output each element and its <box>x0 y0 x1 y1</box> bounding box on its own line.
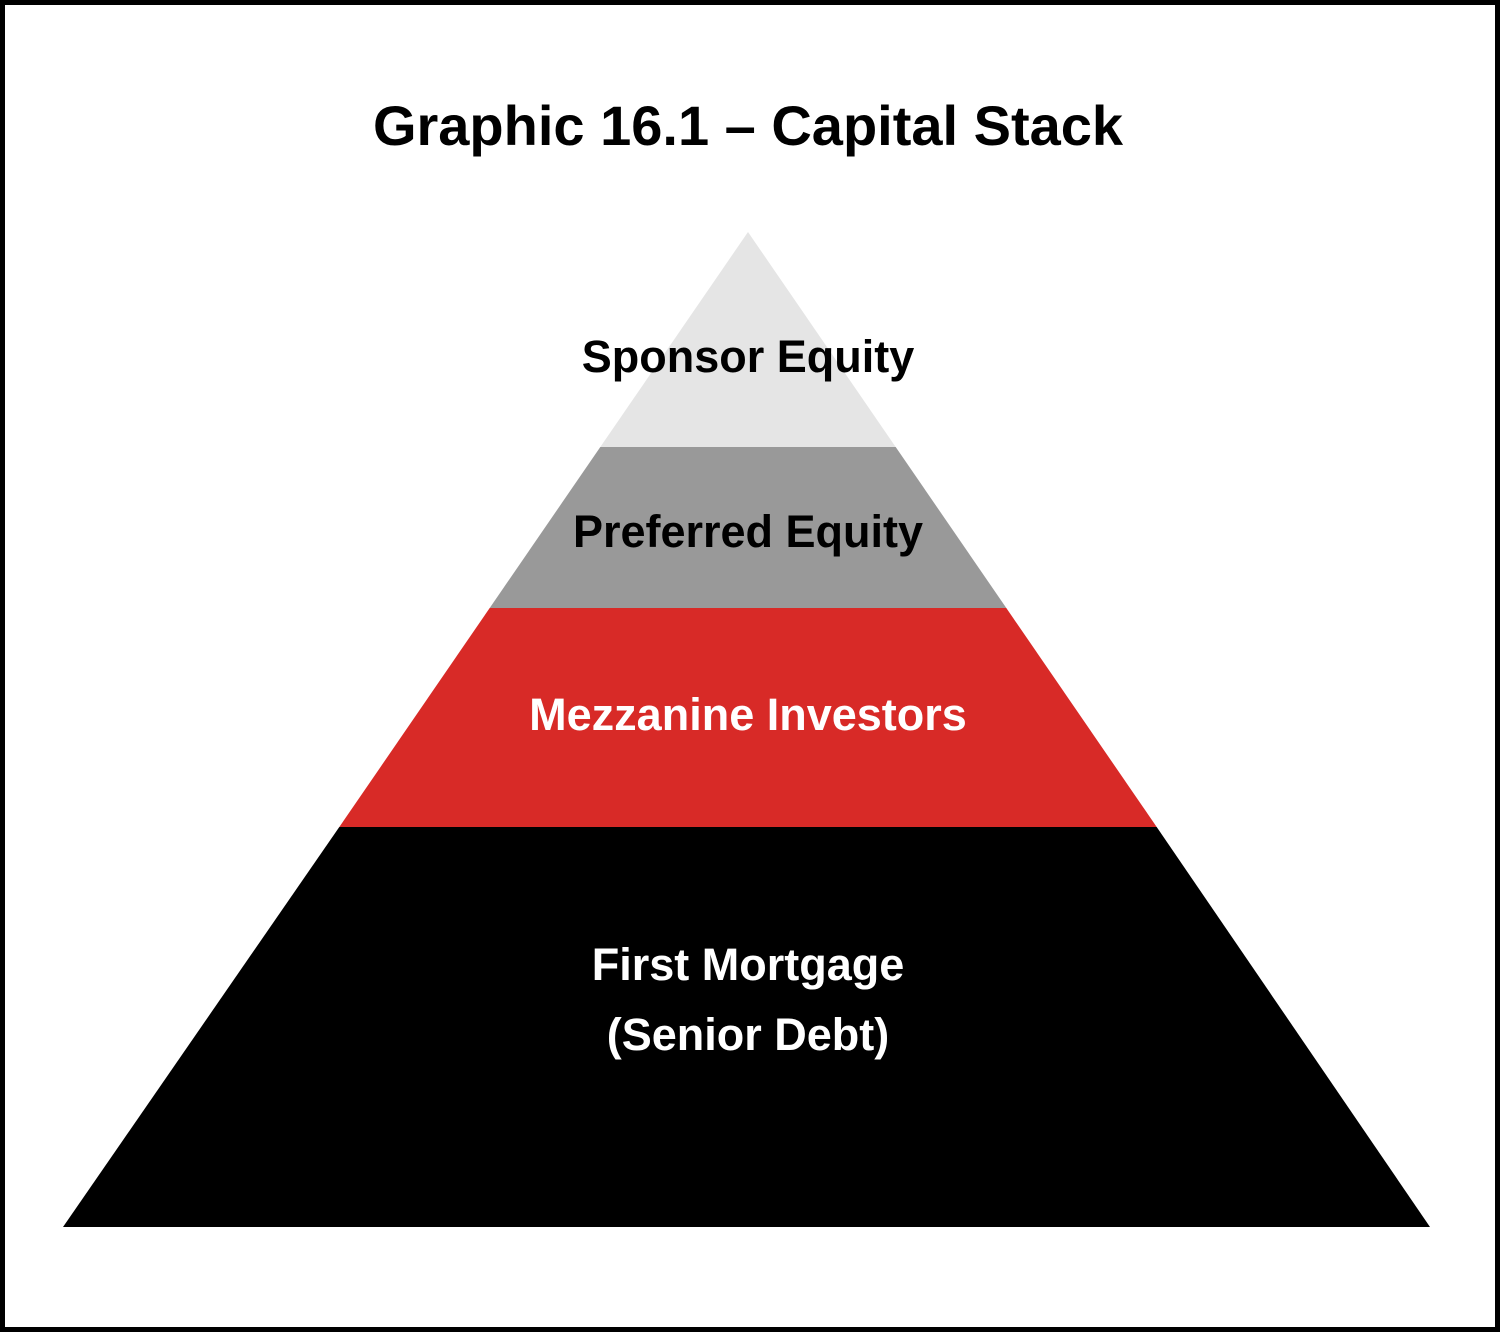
layer-first-mortgage <box>63 827 1430 1227</box>
layer-mezzanine-investors-label: Mezzanine Investors <box>529 689 967 740</box>
layer-preferred-equity <box>489 447 1007 608</box>
layer-sponsor-equity-label: Sponsor Equity <box>582 331 915 382</box>
diagram-title: Graphic 16.1 – Capital Stack <box>373 94 1124 157</box>
layer-mezzanine-investors <box>339 608 1157 827</box>
layer-first-mortgage-label-line1: First Mortgage <box>592 939 905 990</box>
layer-sponsor-equity <box>600 232 896 447</box>
layer-preferred-equity-label: Preferred Equity <box>573 506 923 557</box>
layer-first-mortgage-label-line2: (Senior Debt) <box>607 1009 890 1060</box>
